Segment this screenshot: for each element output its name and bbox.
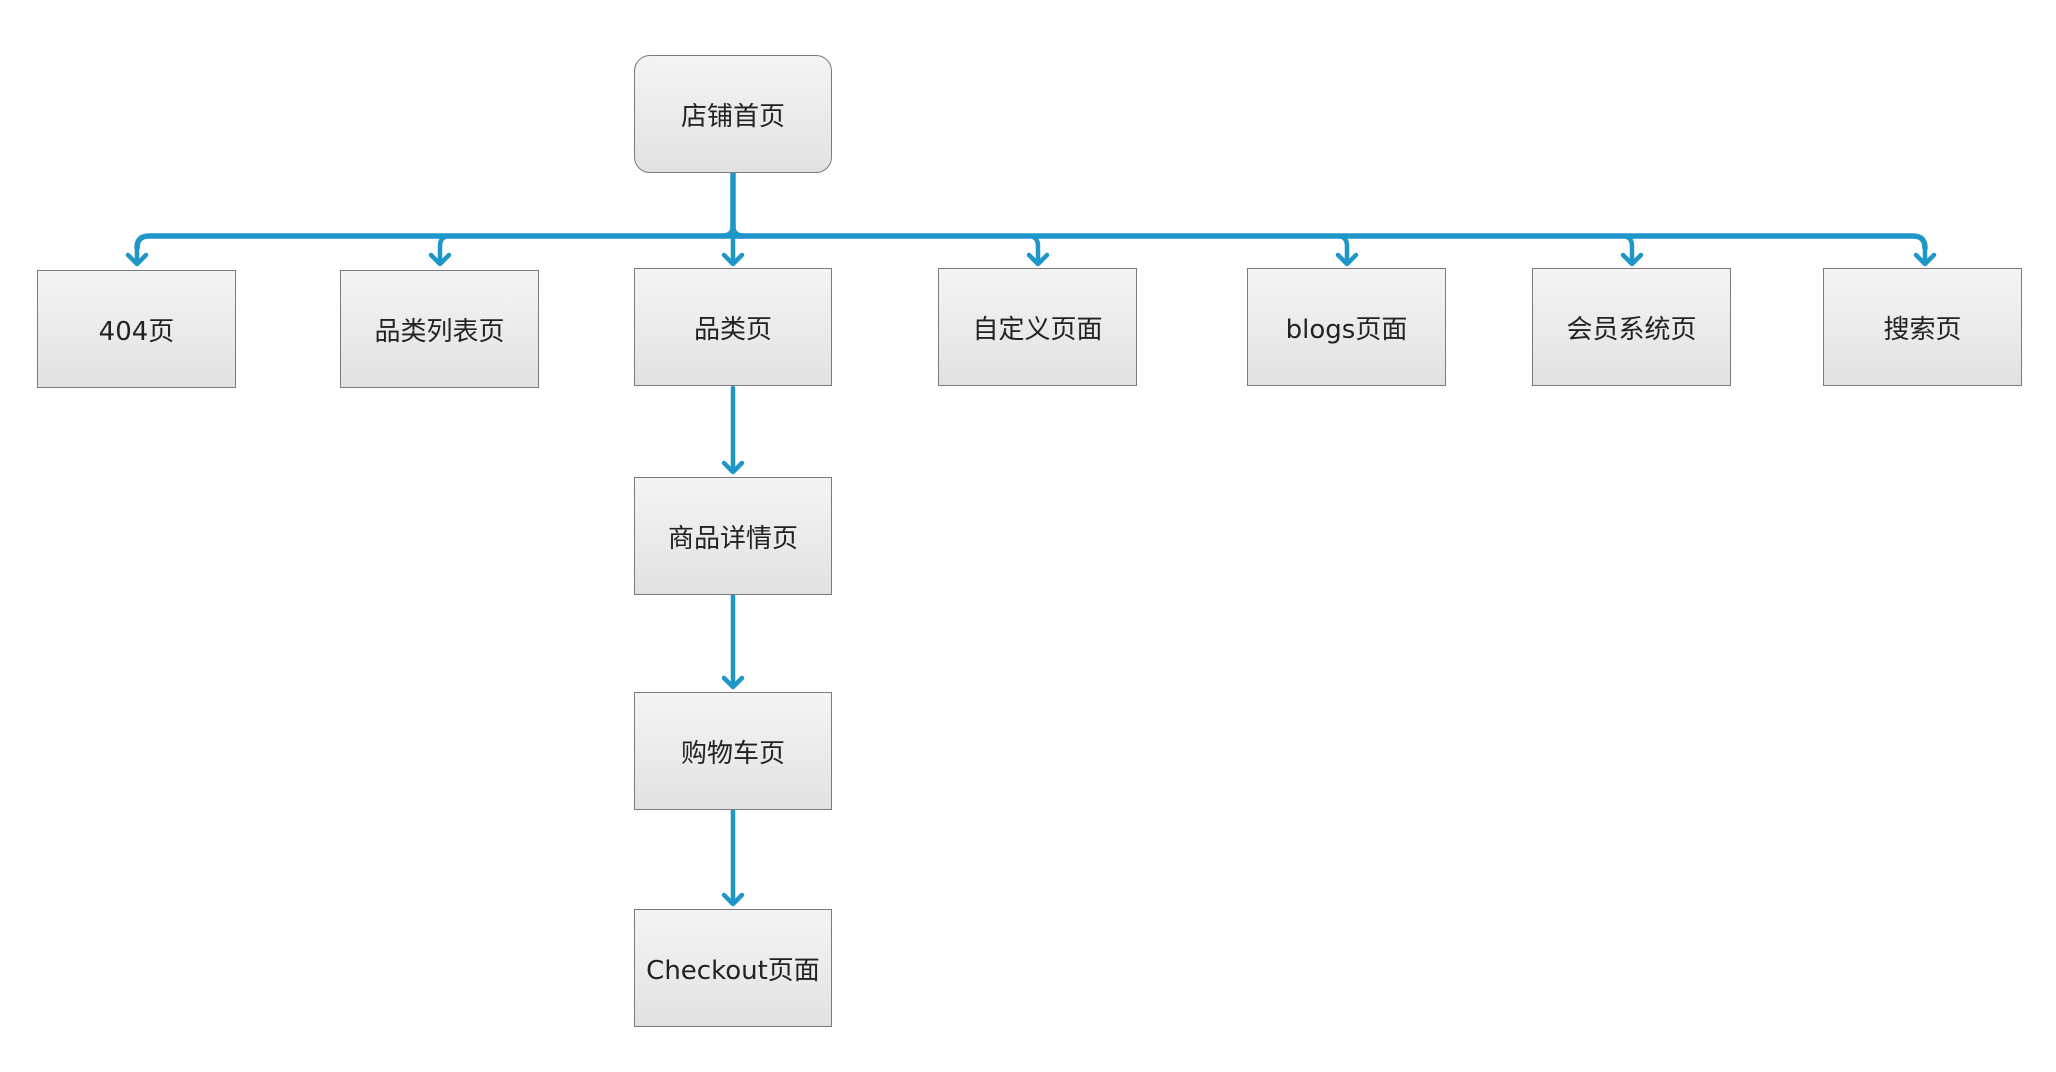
node-search-page: 搜索页 [1823,268,2022,386]
connector-to-custom-page [1025,233,1050,267]
connector-cart-to-checkout [721,808,745,907]
connector-trunk-junction [720,223,746,239]
node-product-detail-page: 商品详情页 [634,477,832,595]
connector-to-404-page [125,245,149,267]
node-category-list-page: 品类列表页 [340,270,539,388]
connector-to-member-system [1619,233,1644,267]
node-category-page: 品类页 [634,268,832,386]
connector-to-blogs [1334,233,1359,267]
connector-to-category [721,233,745,267]
node-cart-page: 购物车页 [634,692,832,810]
node-blogs-page: blogs页面 [1247,268,1446,386]
node-custom-page: 自定义页面 [938,268,1137,386]
node-checkout-page: Checkout页面 [634,909,832,1027]
connector-to-search [1913,245,1937,267]
connector-category-to-product-detail [721,385,745,475]
connector-product-detail-to-cart [721,593,745,690]
connector-to-category-list [428,233,453,267]
node-404-page: 404页 [37,270,236,388]
node-member-system-page: 会员系统页 [1532,268,1731,386]
node-store-home: 店铺首页 [634,55,832,173]
